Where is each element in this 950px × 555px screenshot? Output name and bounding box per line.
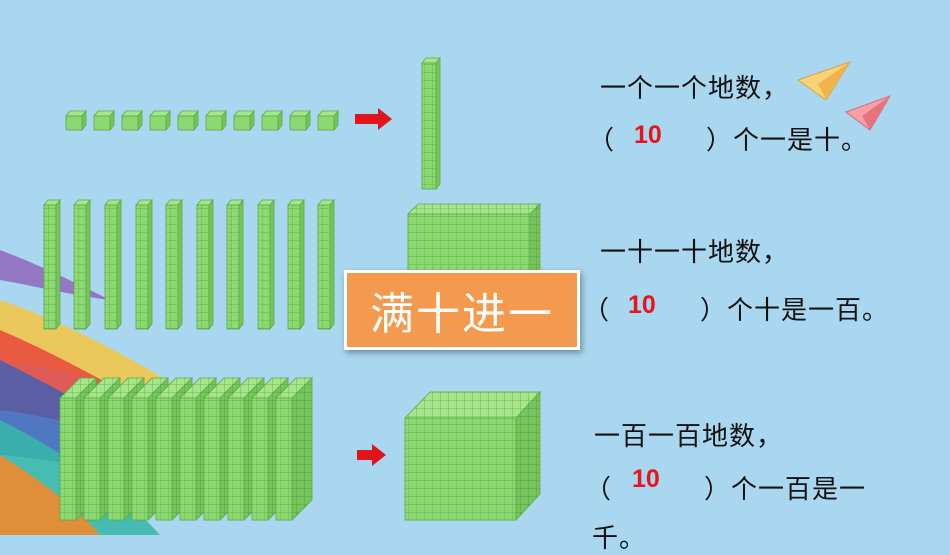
rule-badge-text: 满十进一 [370, 289, 554, 340]
arrow-right-icon [357, 444, 386, 466]
paper-plane-icon [844, 95, 892, 131]
row1-line1: 一个一个地数， [600, 74, 790, 104]
thousand-cube [404, 390, 541, 522]
row2-paren-open: （ [583, 296, 611, 326]
row2-line2: ）个十是一百。 [700, 296, 890, 326]
unit-cubes [65, 109, 339, 132]
row1-paren-open: （ [588, 126, 616, 156]
ten-rods [43, 198, 335, 331]
row2-line1: 一十一十地数， [600, 238, 790, 268]
row3-line3: 千。 [592, 524, 647, 554]
row3-answer: 10 [632, 465, 660, 493]
paper-plane-icon [796, 61, 852, 101]
arrow-right-icon [355, 108, 392, 130]
row3-line2: ）个一百是一 [704, 475, 867, 505]
row1-answer: 10 [634, 121, 662, 149]
ten-flats [59, 377, 313, 521]
tens-rod [421, 56, 441, 191]
row3-paren-open: （ [585, 475, 613, 505]
slide: 一个一个地数， （ 10 ）个一是十。 一十一十地数， （ 10 ）个十是一百。… [0, 56, 892, 554]
rule-badge: 满十进一 [344, 270, 580, 350]
row1-line2: ）个一是十。 [706, 126, 869, 156]
row2-answer: 10 [628, 291, 656, 319]
row3-line1: 一百一百地数， [594, 422, 784, 452]
